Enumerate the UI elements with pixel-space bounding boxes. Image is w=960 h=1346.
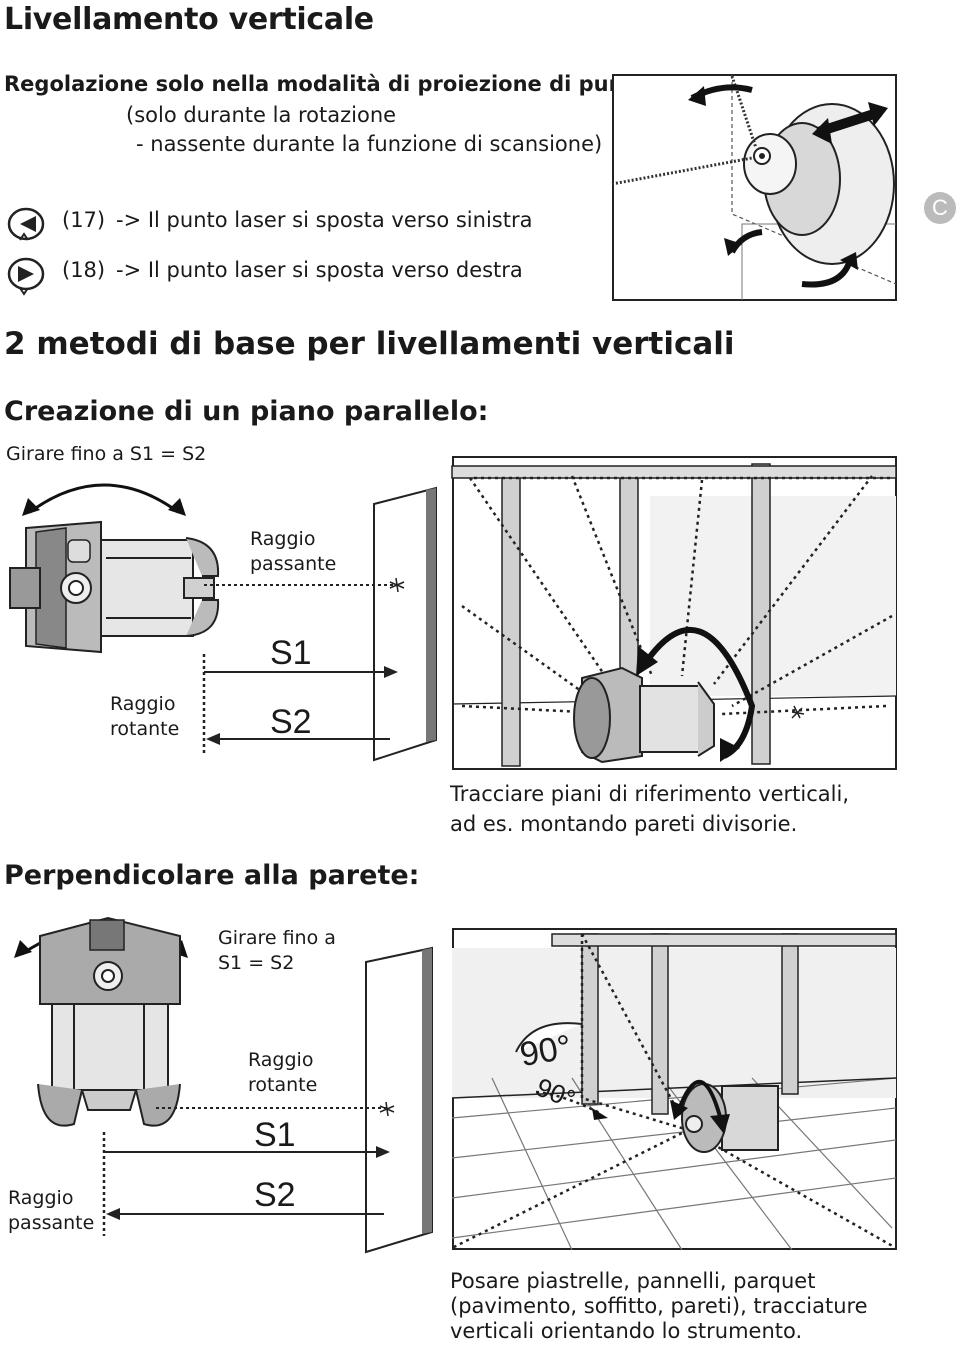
- method2-instruction-line-2: S1 = S2: [218, 952, 295, 974]
- method1-beam-top-label-1: Raggio: [250, 528, 316, 550]
- method1-beam-bottom-label-2: rotante: [110, 718, 180, 740]
- method2-beam-bottom-label-2: passante: [8, 1212, 95, 1234]
- method1-wall-and-beams: [202, 486, 437, 762]
- method1-title: Creazione di un piano parallelo:: [4, 396, 489, 427]
- section-title: 2 metodi di base per livellamenti vertic…: [4, 326, 735, 362]
- method2-beam-bottom-label-1: Raggio: [8, 1187, 74, 1209]
- figure-badge: C: [924, 192, 956, 224]
- method2-beam-top-label-2: rotante: [248, 1074, 318, 1096]
- key-17-code: (17): [62, 208, 106, 232]
- left-arrow-key-icon: [6, 206, 45, 241]
- method1-s1-label: S1: [270, 634, 312, 672]
- method2-room-illustration: [451, 928, 897, 1251]
- rotate-arc-arrow-icon: [22, 483, 186, 516]
- method1-instruction: Girare fino a S1 = S2: [6, 443, 207, 465]
- method2-title: Perpendicolare alla parete:: [4, 860, 420, 891]
- page-title: Livellamento verticale: [4, 2, 374, 37]
- method2-caption-line-2: (pavimento, soffitto, pareti), tracciatu…: [450, 1294, 868, 1318]
- mode-note-line-2: - nassente durante la funzione di scansi…: [136, 132, 603, 156]
- key-18-code: (18): [62, 258, 106, 282]
- method1-beam-top-label-2: passante: [250, 553, 337, 575]
- method2-s1-label: S1: [254, 1116, 296, 1154]
- method2-beam-top-label-1: Raggio: [248, 1049, 314, 1071]
- right-arrow-key-icon: [6, 256, 45, 296]
- method1-caption-line-1: Tracciare piani di riferimento verticali…: [450, 782, 849, 806]
- method1-room-illustration: [451, 456, 897, 770]
- mode-note-line-1: (solo durante la rotazione: [126, 103, 397, 127]
- key-18-text: -> Il punto laser si sposta verso destra: [116, 258, 523, 282]
- laser-device-top-view: [37, 916, 181, 1127]
- laser-device-side-view: [9, 520, 220, 654]
- method1-s2-label: S2: [270, 703, 312, 741]
- method2-s2-label: S2: [254, 1176, 296, 1214]
- figure-c-laser-adjustment: [611, 74, 897, 301]
- method1-caption-line-2: ad es. montando pareti divisorie.: [450, 812, 798, 836]
- method1-beam-bottom-label-1: Raggio: [110, 693, 176, 715]
- method2-caption-line-3: verticali orientando lo strumento.: [450, 1319, 803, 1343]
- mode-note-title: Regolazione solo nella modalità di proie…: [4, 72, 650, 96]
- method2-caption-line-1: Posare piastrelle, pannelli, parquet: [450, 1269, 816, 1293]
- method2-wall-and-beams: [102, 946, 433, 1254]
- method2-instruction-line-1: Girare fino a: [218, 927, 336, 949]
- key-17-text: -> Il punto laser si sposta verso sinist…: [116, 208, 533, 232]
